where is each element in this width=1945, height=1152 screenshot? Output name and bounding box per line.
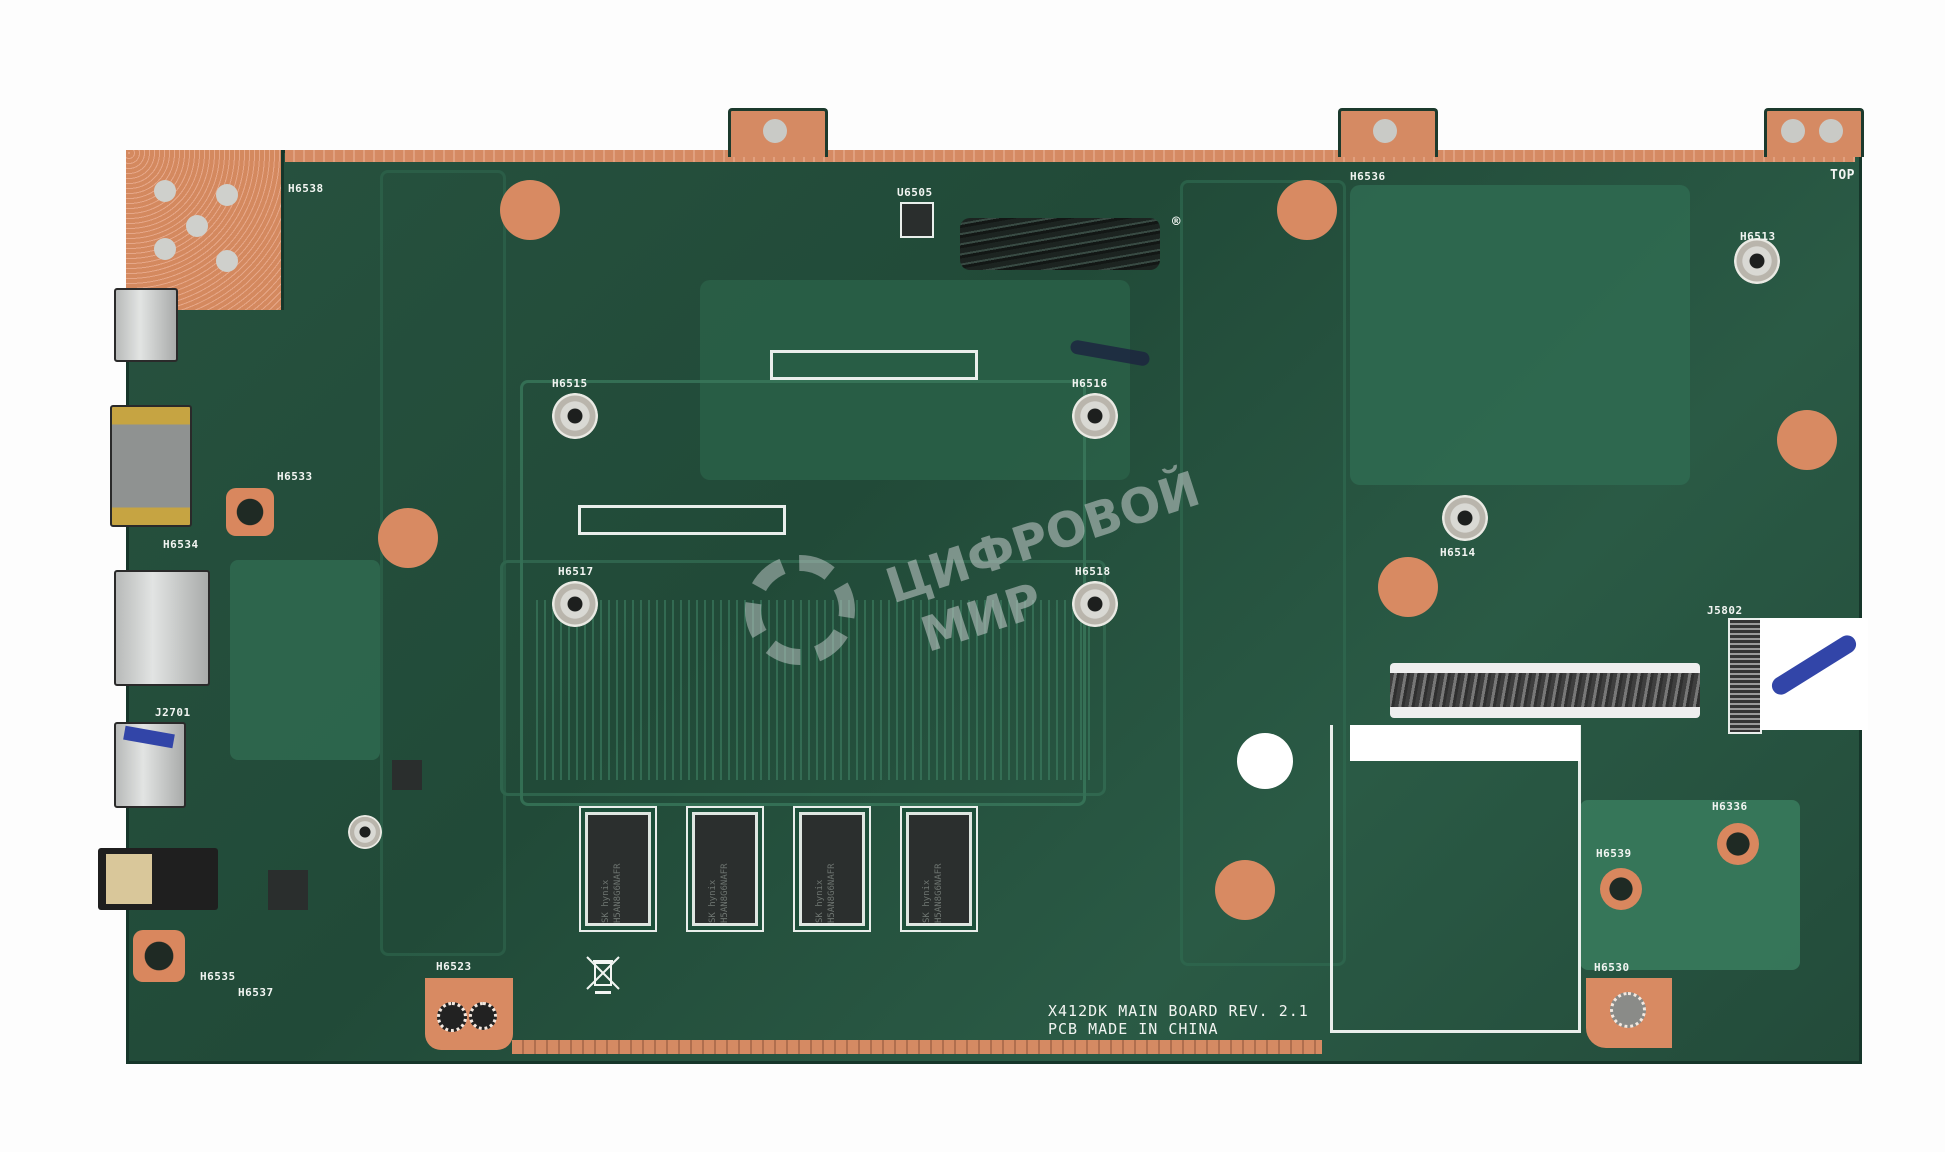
bottom-copper-strip xyxy=(512,1040,1322,1054)
mount-pad-h6539 xyxy=(1600,868,1642,910)
vent-hole xyxy=(216,184,238,206)
label-h6517: H6517 xyxy=(558,565,594,578)
vent-hole xyxy=(186,215,208,237)
top-copper-strip xyxy=(285,150,1855,162)
board-model-line-1: X412DK MAIN BOARD REV. 2.1 xyxy=(1048,1002,1309,1020)
tab-hole xyxy=(1373,119,1397,143)
board-model-label: X412DK MAIN BOARD REV. 2.1 PCB MADE IN C… xyxy=(1048,1002,1309,1038)
label-h6537: H6537 xyxy=(238,986,274,999)
hdmi-port xyxy=(110,405,192,527)
registered-mark: ® xyxy=(1172,214,1181,230)
board-model-line-2: PCB MADE IN CHINA xyxy=(1048,1020,1219,1038)
label-h6516: H6516 xyxy=(1072,377,1108,390)
trace-bundle xyxy=(380,170,506,956)
mount-pad-h6533 xyxy=(226,488,274,536)
blue-marker xyxy=(123,725,175,749)
mount-pad-h6523 xyxy=(425,978,513,1050)
trace-bundle xyxy=(1180,180,1346,966)
label-h6513: H6513 xyxy=(1740,230,1776,243)
label-j5802: J5802 xyxy=(1707,604,1743,617)
mount-tab-3 xyxy=(1764,108,1864,157)
asus-logo-scratched xyxy=(960,218,1160,270)
copper-pad xyxy=(378,508,438,568)
mount-hole-h6515 xyxy=(552,393,598,439)
ssd-area-outline xyxy=(1330,725,1581,1033)
mount-hole xyxy=(1610,992,1646,1028)
chip-label: SK hynix H5AN8G6NAFR xyxy=(922,863,944,923)
mount-hole-h6516 xyxy=(1072,393,1118,439)
chip-label: SK hynix H5AN8G6NAFR xyxy=(708,863,730,923)
tab-hole xyxy=(763,119,787,143)
label-h6336: H6336 xyxy=(1712,800,1748,813)
mount-hole-h6514 xyxy=(1442,495,1488,541)
memory-chip-2: SK hynix H5AN8G6NAFR xyxy=(692,812,758,926)
label-h6514: H6514 xyxy=(1440,546,1476,559)
ground-copper-pad xyxy=(126,150,284,310)
mount-hole-h6517 xyxy=(552,581,598,627)
label-h6538: H6538 xyxy=(288,182,324,195)
label-h6534: H6534 xyxy=(163,538,199,551)
label-top: TOP xyxy=(1830,168,1855,183)
copper-plane-left xyxy=(230,560,380,760)
label-h6539: H6539 xyxy=(1596,847,1632,860)
audio-jack-contact xyxy=(106,854,152,904)
weee-bin-icon xyxy=(585,955,621,995)
connector-outline-top xyxy=(770,350,978,380)
chip-label: SK hynix H5AN8G6NAFR xyxy=(601,863,623,923)
copper-pad xyxy=(1277,180,1337,240)
usb-a-port xyxy=(114,570,210,686)
ic xyxy=(392,760,422,790)
audio-codec-ic xyxy=(268,870,308,910)
copper-pad xyxy=(1777,410,1837,470)
usb-c-port xyxy=(114,722,186,808)
connector-outline-mid xyxy=(578,505,786,535)
copper-plane-top-right xyxy=(1350,185,1690,485)
tab-hole xyxy=(1781,119,1805,143)
label-h6535: H6535 xyxy=(200,970,236,983)
vent-hole xyxy=(216,250,238,272)
label-u6505: U6505 xyxy=(897,186,933,199)
label-h6530: H6530 xyxy=(1594,961,1630,974)
mount-pad-h6336 xyxy=(1717,823,1759,865)
mount-pad-h6530 xyxy=(1586,978,1672,1048)
label-j2701: J2701 xyxy=(155,706,191,719)
label-h6523: H6523 xyxy=(436,960,472,973)
chip-label: SK hynix H5AN8G6NAFR xyxy=(815,863,837,923)
memory-chip-1: SK hynix H5AN8G6NAFR xyxy=(585,812,651,926)
memory-chip-4: SK hynix H5AN8G6NAFR xyxy=(906,812,972,926)
j5802-connector xyxy=(1728,618,1762,734)
u6505-ic xyxy=(900,202,934,238)
dc-jack-port xyxy=(114,288,178,362)
white-sticker-dot xyxy=(1237,733,1293,789)
vent-hole xyxy=(154,238,176,260)
ribbon-cable xyxy=(1760,618,1868,730)
copper-pad xyxy=(500,180,560,240)
audio-jack-port xyxy=(98,848,218,910)
blue-marker-stroke xyxy=(1768,631,1860,699)
copper-pad xyxy=(1215,860,1275,920)
label-h6518: H6518 xyxy=(1075,565,1111,578)
sticker-scratch xyxy=(1390,673,1700,707)
mount-hole-h6518 xyxy=(1072,581,1118,627)
memory-chip-3: SK hynix H5AN8G6NAFR xyxy=(799,812,865,926)
copper-pad xyxy=(1378,557,1438,617)
tab-hole xyxy=(1819,119,1843,143)
ssd-white-label xyxy=(1350,725,1580,761)
serial-sticker xyxy=(1390,663,1700,718)
label-h6536: H6536 xyxy=(1350,170,1386,183)
label-h6515: H6515 xyxy=(552,377,588,390)
mount-hole xyxy=(469,1002,497,1030)
mount-hole xyxy=(437,1002,467,1032)
watermark-gear-icon xyxy=(745,555,855,665)
label-h6533: H6533 xyxy=(277,470,313,483)
mount-hole-h6513 xyxy=(1734,238,1780,284)
mount-hole-left xyxy=(348,815,382,849)
mount-pad-h6535 xyxy=(133,930,185,982)
mount-tab-2 xyxy=(1338,108,1438,157)
mount-tab-1 xyxy=(728,108,828,157)
vent-hole xyxy=(154,180,176,202)
